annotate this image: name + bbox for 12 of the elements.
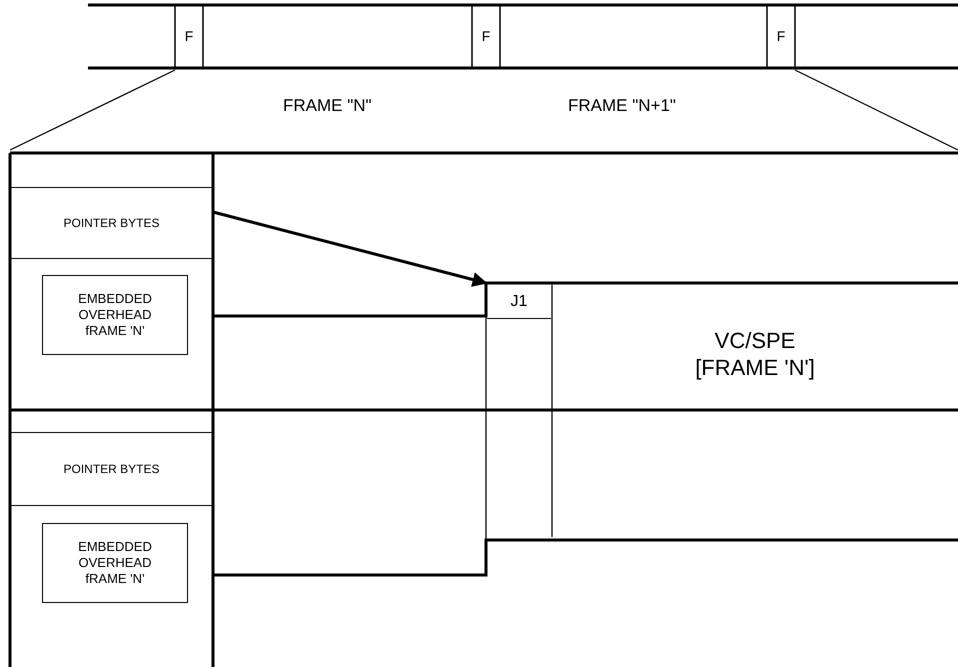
pointer-bytes-cell: POINTER BYTES: [11, 432, 212, 506]
pointer-bytes-cell: POINTER BYTES: [11, 187, 212, 259]
arrow: [212, 210, 488, 287]
frame-byte-cell: F: [473, 6, 499, 67]
overhead-box: EMBEDDED OVERHEAD fRAME 'N': [42, 275, 188, 355]
frame-byte-cell: F: [176, 6, 202, 67]
frame-byte-cell: F: [768, 6, 794, 67]
frame-label: FRAME "N+1": [568, 96, 676, 116]
frame-label: FRAME "N": [283, 96, 372, 116]
j1-cell: J1: [487, 285, 551, 319]
payload-region: VC/SPE [FRAME 'N']: [553, 300, 957, 408]
overhead-box: EMBEDDED OVERHEAD fRAME 'N': [42, 523, 188, 603]
